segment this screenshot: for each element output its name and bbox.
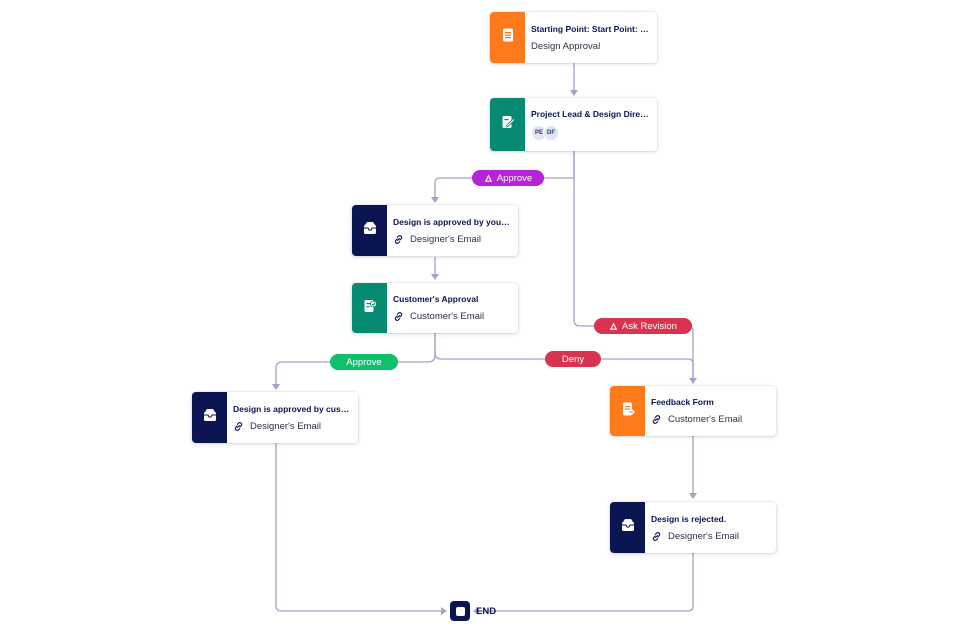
edge-lead-approve xyxy=(431,151,575,203)
email-lead-approved-badge xyxy=(352,205,387,256)
email-rejected-node[interactable]: Design is rejected. Designer's Email xyxy=(610,502,776,553)
approve-customer-branch-label[interactable]: Approve xyxy=(330,354,398,370)
email-recipient: Customer's Email xyxy=(651,414,768,425)
customer-approval-title: Customer's Approval xyxy=(393,294,479,304)
customer-approval-node[interactable]: Customer's Approval Customer's Email xyxy=(352,283,518,333)
lead-approval-badge xyxy=(490,98,525,151)
end-node[interactable]: END xyxy=(450,601,496,621)
link-icon xyxy=(393,234,404,245)
start-node-subtitle: Design Approval xyxy=(531,40,601,52)
document-form-icon xyxy=(500,27,516,48)
approval-stamp-icon xyxy=(484,173,493,183)
lead-approval-title: Project Lead & Design Direct... xyxy=(531,108,649,119)
email-recipient: Designer's Email xyxy=(393,234,510,245)
edge-lead-ask-revision xyxy=(573,151,697,384)
email-recipient: Customer's Email xyxy=(393,311,510,322)
feedback-form-title: Feedback Form xyxy=(651,397,714,407)
email-inbox-icon xyxy=(202,407,218,428)
email-recipient: Designer's Email xyxy=(233,421,350,432)
start-node-title: Starting Point: Start Point: D... xyxy=(531,23,649,34)
end-label: END xyxy=(476,605,497,617)
feedback-form-badge xyxy=(610,386,645,436)
link-icon xyxy=(651,531,662,542)
email-customer-approved-badge xyxy=(192,392,227,443)
approval-check-icon xyxy=(362,298,378,319)
stop-icon xyxy=(450,601,470,621)
email-inbox-icon xyxy=(362,220,378,241)
email-inbox-icon xyxy=(620,517,636,538)
email-rejected-title: Design is rejected. xyxy=(651,513,727,524)
form-arrow-icon xyxy=(620,401,636,422)
link-icon xyxy=(651,414,662,425)
start-node[interactable]: Starting Point: Start Point: D... Design… xyxy=(490,12,657,63)
avatar[interactable]: DF xyxy=(543,124,559,141)
deny-branch-label[interactable]: Deny xyxy=(545,351,601,367)
email-rejected-badge xyxy=(610,502,645,553)
email-lead-approved-title: Design is approved by your l... xyxy=(393,216,510,227)
link-icon xyxy=(233,421,244,432)
link-icon xyxy=(393,311,404,322)
email-customer-approved-title: Design is approved by custo... xyxy=(233,403,350,414)
revision-icon xyxy=(609,321,618,331)
email-recipient: Designer's Email xyxy=(651,531,768,542)
feedback-form-node[interactable]: Feedback Form Customer's Email xyxy=(610,386,776,436)
start-node-badge xyxy=(490,12,525,63)
edge-approved-to-end xyxy=(275,443,447,615)
ask-revision-branch-label[interactable]: Ask Revision xyxy=(594,318,692,334)
email-customer-approved-node[interactable]: Design is approved by custo... Designer'… xyxy=(192,392,358,443)
lead-approval-node[interactable]: Project Lead & Design Direct... PE DF xyxy=(490,98,657,151)
approve-branch-label[interactable]: Approve xyxy=(472,170,544,186)
assignee-avatars: PE DF xyxy=(531,124,649,141)
edge-rejected-to-end xyxy=(473,553,694,615)
approval-pen-icon xyxy=(500,114,516,135)
customer-approval-badge xyxy=(352,283,387,333)
email-lead-approved-node[interactable]: Design is approved by your l... Designer… xyxy=(352,205,518,256)
